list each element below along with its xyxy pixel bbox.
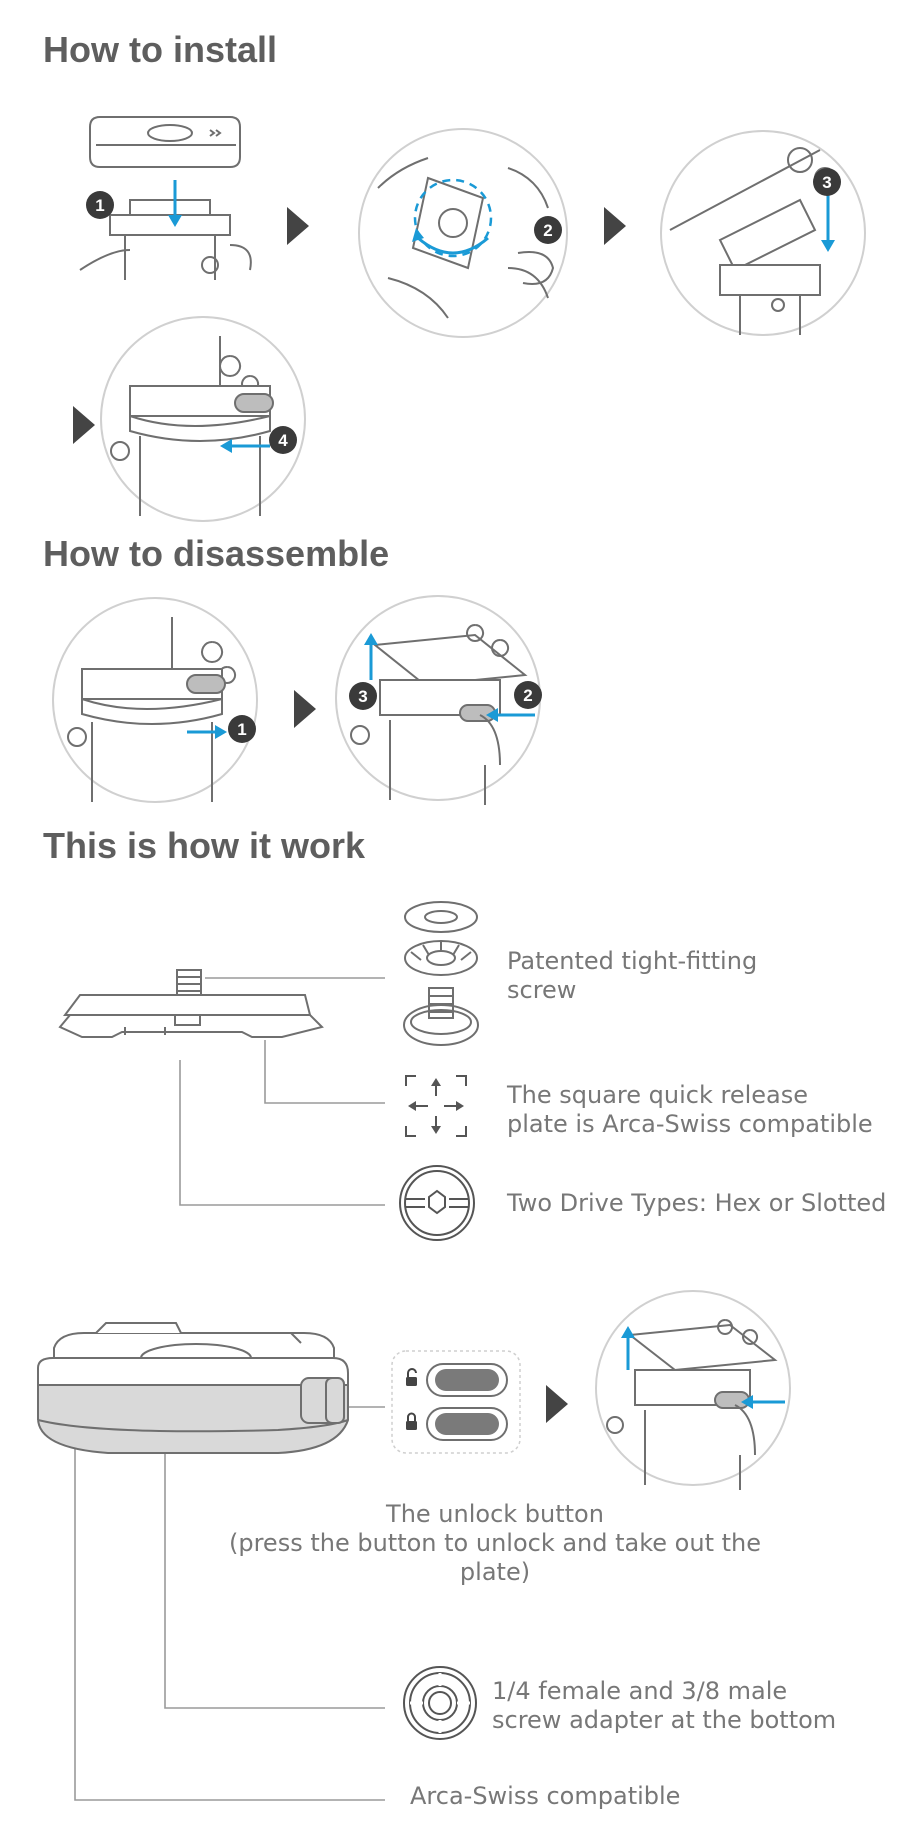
- drive-type-illustration: [399, 1165, 475, 1241]
- locked-icon: [406, 1412, 417, 1430]
- lock-toggle-panel: [391, 1350, 521, 1454]
- install-step2-illustration: 2: [358, 128, 568, 338]
- quick-release-plate-illustration: [58, 969, 324, 1038]
- arca-swiss-label: Arca-Swiss compatible: [410, 1782, 681, 1810]
- screw-parts-illustration: [403, 901, 479, 1046]
- work-heading: This is how it work: [43, 825, 366, 866]
- disassemble-step2-illustration: 3 2: [335, 595, 542, 805]
- arrow-right-icon: [546, 1385, 568, 1423]
- arrow-right-icon: [294, 690, 316, 728]
- screw-label: Patented tight-fitting screw: [507, 947, 758, 1004]
- install-step1-illustration: 1: [79, 116, 252, 280]
- install-step2-badge: 2: [543, 221, 552, 240]
- install-step3-illustration: 3: [660, 130, 866, 336]
- square-plate-label: The square quick release plate is Arca-S…: [507, 1081, 873, 1138]
- arrow-right-icon: [287, 207, 309, 245]
- disassemble-heading: How to disassemble: [43, 533, 390, 574]
- unlock-illustration: [595, 1290, 791, 1490]
- base-plate-illustration: [37, 1322, 349, 1454]
- adapter-screw-illustration: [403, 1666, 477, 1740]
- install-heading: How to install: [43, 29, 277, 70]
- drive-types-label: Two Drive Types: Hex or Slotted: [507, 1189, 887, 1217]
- adapter-label: 1/4 female and 3/8 male screw adapter at…: [492, 1677, 837, 1734]
- disassemble-step1-illustration: 1: [52, 597, 258, 803]
- disassemble-step2-badge: 2: [523, 686, 532, 705]
- install-step4-illustration: 4: [100, 316, 306, 522]
- arrows-cross-icon: [405, 1075, 467, 1137]
- unlock-button-label: The unlock button (press the button to u…: [228, 1500, 762, 1586]
- arrow-right-icon: [604, 207, 626, 245]
- arrow-right-icon: [73, 406, 95, 444]
- disassemble-step1-badge: 1: [237, 720, 246, 739]
- install-step3-badge: 3: [822, 173, 831, 192]
- install-step1-badge: 1: [95, 196, 104, 215]
- unlocked-icon: [406, 1368, 417, 1386]
- disassemble-step3-badge: 3: [358, 687, 367, 706]
- install-step4-badge: 4: [278, 431, 288, 450]
